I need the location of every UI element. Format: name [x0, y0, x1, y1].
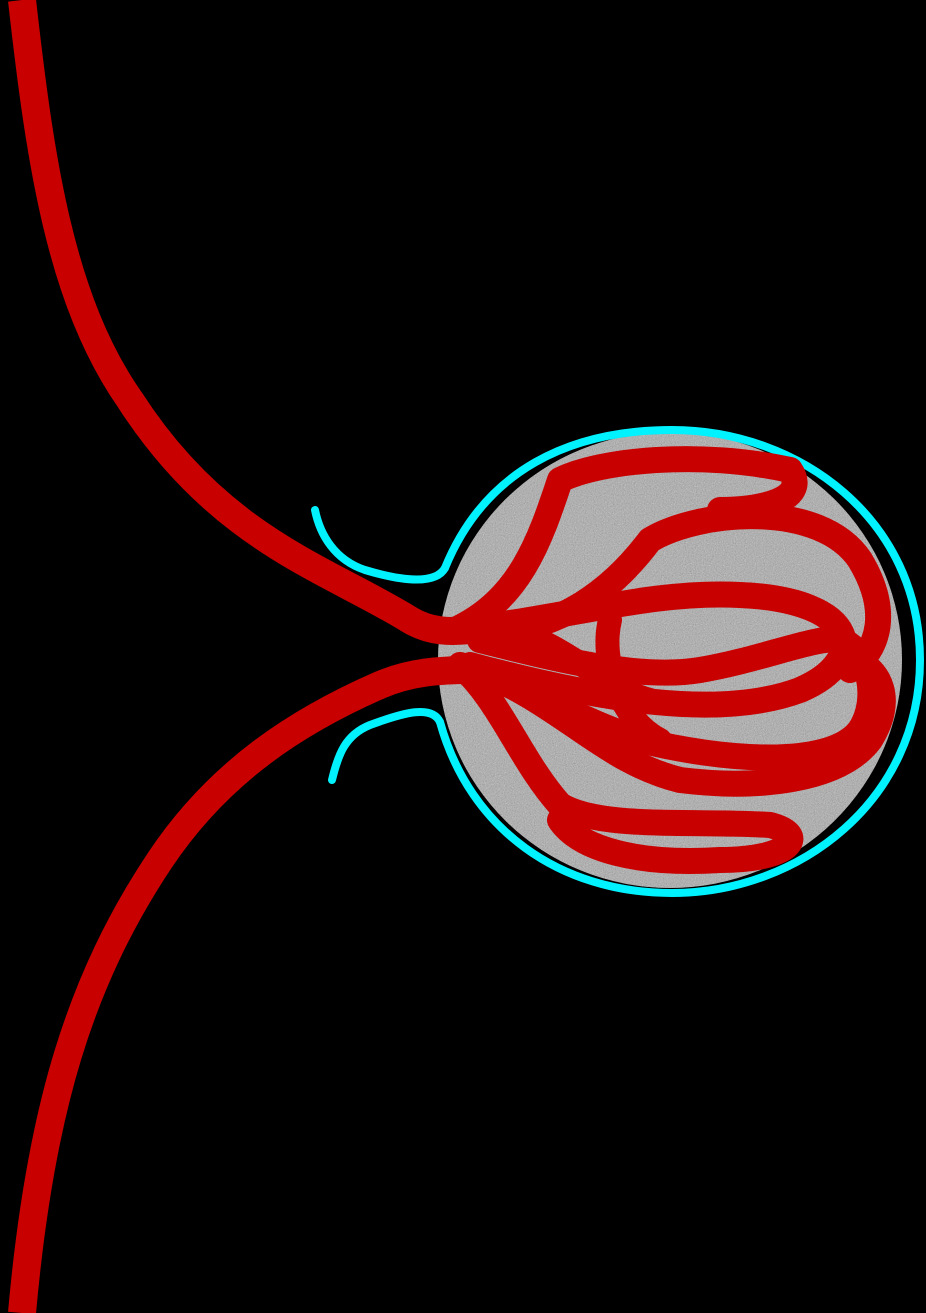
afferent-arteriole	[22, 0, 470, 631]
capsule-lower-lip	[332, 712, 440, 780]
efferent-arteriole	[22, 670, 470, 1313]
